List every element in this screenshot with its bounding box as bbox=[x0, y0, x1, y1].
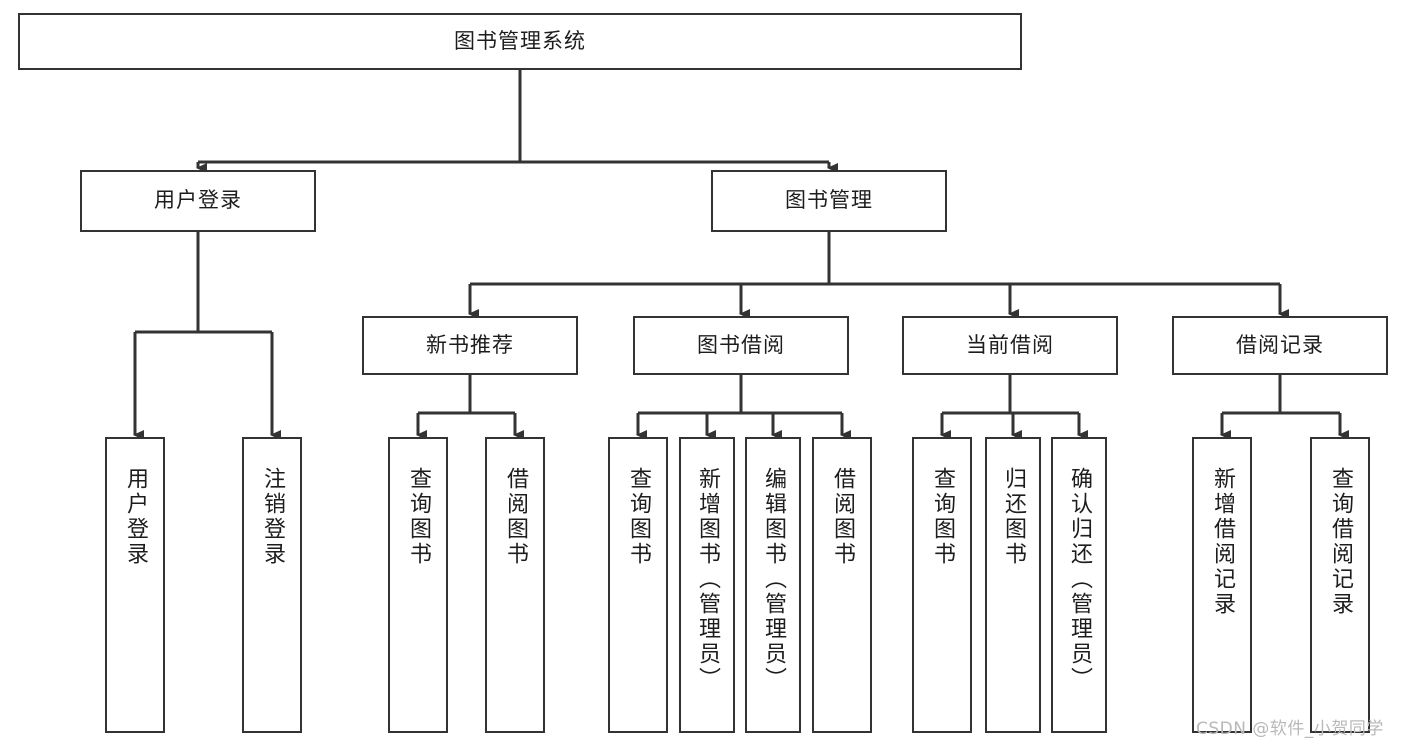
node-label: 编辑图书（管理员） bbox=[761, 467, 786, 692]
node-borrow_record[interactable]: 借阅记录 bbox=[1172, 316, 1388, 375]
node-label: 查询借阅记录 bbox=[1328, 467, 1353, 617]
node-label: 新书推荐 bbox=[426, 332, 514, 357]
node-book_borrow[interactable]: 图书借阅 bbox=[633, 316, 849, 375]
node-leaf_logout[interactable]: 注销登录 bbox=[242, 437, 302, 733]
watermark-text: CSDN @软件_小贺同学 bbox=[1196, 719, 1384, 739]
node-leaf_query_rec[interactable]: 查询借阅记录 bbox=[1310, 437, 1370, 733]
node-label: 图书管理 bbox=[785, 188, 873, 213]
node-label: 确认归还（管理员） bbox=[1067, 467, 1092, 692]
node-label: 查询图书 bbox=[930, 467, 955, 567]
node-leaf_query_b3[interactable]: 查询图书 bbox=[912, 437, 972, 733]
node-label: 注销登录 bbox=[260, 467, 285, 567]
node-label: 查询图书 bbox=[626, 467, 651, 567]
node-root[interactable]: 图书管理系统 bbox=[18, 13, 1022, 70]
node-label: 查询图书 bbox=[406, 467, 431, 567]
node-user_login[interactable]: 用户登录 bbox=[80, 170, 316, 232]
node-label: 新增图书（管理员） bbox=[695, 467, 720, 692]
node-leaf_add_rec[interactable]: 新增借阅记录 bbox=[1192, 437, 1252, 733]
node-label: 借阅图书 bbox=[830, 467, 855, 567]
node-new_book_rec[interactable]: 新书推荐 bbox=[362, 316, 578, 375]
node-label: 当前借阅 bbox=[966, 332, 1054, 357]
node-label: 归还图书 bbox=[1001, 467, 1026, 567]
node-book_manage[interactable]: 图书管理 bbox=[711, 170, 947, 232]
node-leaf_add_book[interactable]: 新增图书（管理员） bbox=[679, 437, 735, 733]
node-leaf_edit_book[interactable]: 编辑图书（管理员） bbox=[745, 437, 801, 733]
node-leaf_borrow_b1[interactable]: 借阅图书 bbox=[485, 437, 545, 733]
node-label: 借阅图书 bbox=[503, 467, 528, 567]
node-leaf_query_b1[interactable]: 查询图书 bbox=[388, 437, 448, 733]
node-label: 用户登录 bbox=[123, 467, 148, 567]
node-leaf_return_b[interactable]: 归还图书 bbox=[985, 437, 1041, 733]
node-label: 图书管理系统 bbox=[454, 28, 586, 53]
node-leaf_user_login[interactable]: 用户登录 bbox=[105, 437, 165, 733]
node-label: 借阅记录 bbox=[1236, 332, 1324, 357]
node-current_borrow[interactable]: 当前借阅 bbox=[902, 316, 1118, 375]
node-label: 图书借阅 bbox=[697, 332, 785, 357]
node-label: 用户登录 bbox=[154, 188, 242, 213]
node-label: 新增借阅记录 bbox=[1210, 467, 1235, 617]
node-leaf_borrow_b2[interactable]: 借阅图书 bbox=[812, 437, 872, 733]
node-leaf_query_b2[interactable]: 查询图书 bbox=[608, 437, 668, 733]
node-leaf_confirm_rt[interactable]: 确认归还（管理员） bbox=[1051, 437, 1107, 733]
